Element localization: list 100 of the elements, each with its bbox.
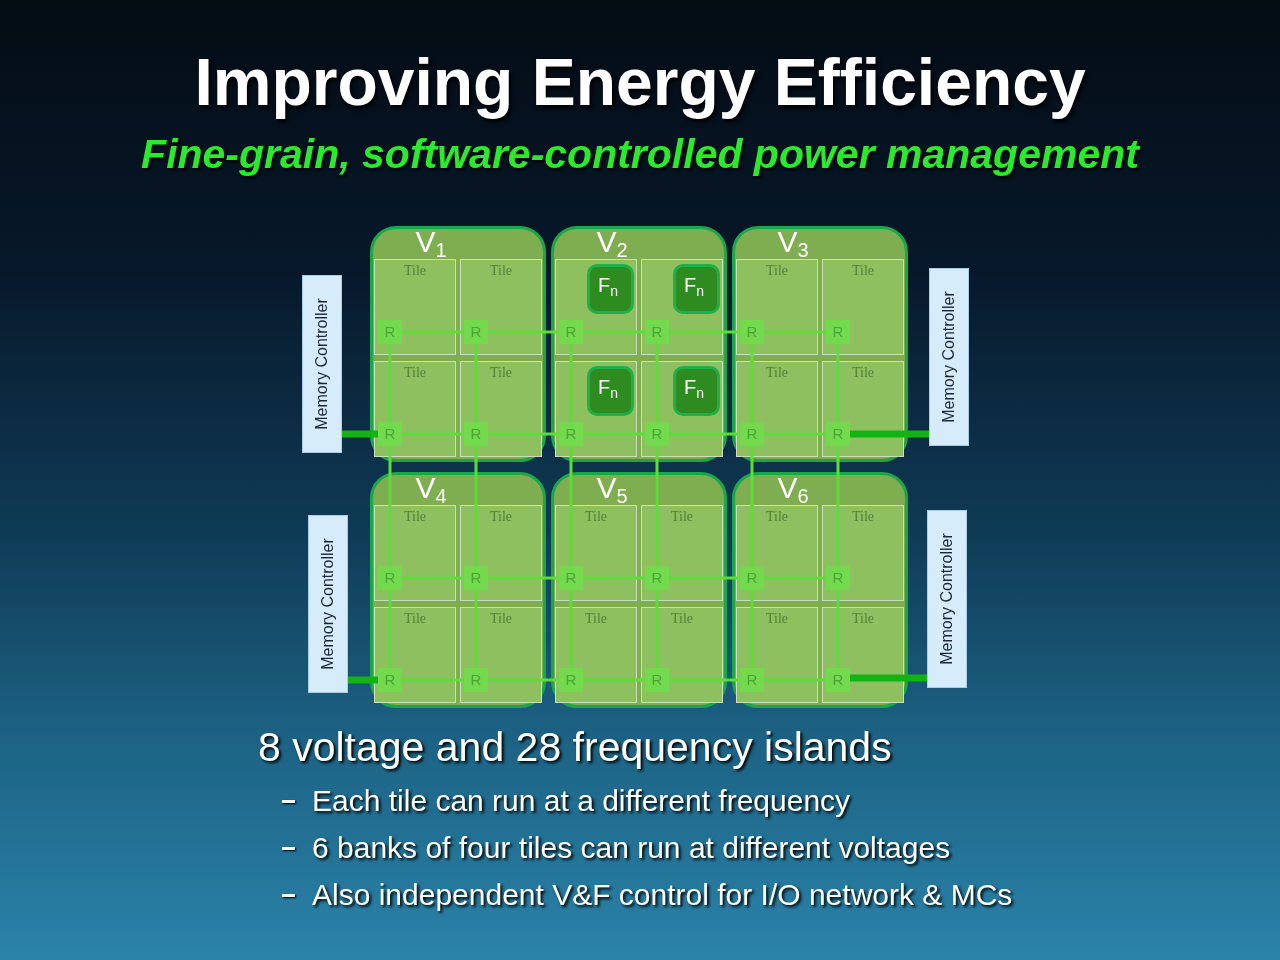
tile-box xyxy=(460,259,542,355)
tile-box xyxy=(555,607,637,703)
connector-line xyxy=(655,344,659,422)
connector-line xyxy=(402,576,464,580)
tile-box xyxy=(374,259,456,355)
tile-label: Tile xyxy=(851,611,875,627)
tile-box xyxy=(641,607,723,703)
memory-controller-label: Memory Controller xyxy=(312,298,331,430)
tile-box xyxy=(460,505,542,601)
tile-label: Tile xyxy=(489,509,513,525)
connector-line xyxy=(850,430,929,438)
frequency-island-box: F$_{n}$ xyxy=(587,264,634,314)
tile-box xyxy=(736,259,818,355)
connector-line xyxy=(402,432,464,436)
tile-box xyxy=(460,361,542,457)
connector-line xyxy=(583,432,645,436)
connector-line xyxy=(836,344,840,422)
tile-box xyxy=(641,259,723,355)
connector-line xyxy=(388,344,392,422)
connector-line xyxy=(488,678,559,682)
memory-controller-label: Memory Controller xyxy=(937,533,956,665)
island-label: V$_{5}$ xyxy=(596,473,628,503)
tile-label: Tile xyxy=(851,263,875,279)
tile-label: Tile xyxy=(403,263,427,279)
island-label: V$_{6}$ xyxy=(777,473,809,503)
connector-line xyxy=(669,678,740,682)
tile-label: Tile xyxy=(489,611,513,627)
bullet-text: Each tile can run at a different frequency xyxy=(312,783,851,819)
connector-line xyxy=(488,330,559,334)
memory-controller-label: Memory Controller xyxy=(939,291,958,423)
memory-controller-box xyxy=(927,510,967,688)
slide-subtitle: Fine-grain, software-controlled power management xyxy=(141,130,1139,178)
tile-label: Tile xyxy=(765,263,789,279)
tile-label: Tile xyxy=(851,365,875,381)
tile-label: Tile xyxy=(670,611,694,627)
tile-label: Tile xyxy=(403,365,427,381)
tile-box xyxy=(460,607,542,703)
memory-controller-label: Memory Controller xyxy=(318,538,337,670)
frequency-island-box: F$_{n}$ xyxy=(673,366,720,416)
connector-line xyxy=(402,678,464,682)
connector-line xyxy=(764,576,826,580)
island-label: V$_{3}$ xyxy=(777,227,809,257)
heading-text: 8 voltage and 28 frequency islands xyxy=(258,724,892,770)
connector-line xyxy=(342,430,378,438)
tile-box xyxy=(374,505,456,601)
tile-box xyxy=(555,505,637,601)
connector-line xyxy=(488,432,559,436)
island-label: V$_{1}$ xyxy=(415,227,447,257)
tile-label: Tile xyxy=(403,509,427,525)
connector-line xyxy=(669,432,740,436)
tile-box xyxy=(374,361,456,457)
connector-line xyxy=(764,432,826,436)
connector-line xyxy=(669,330,740,334)
tile-box xyxy=(555,361,637,457)
connector-line xyxy=(402,330,464,334)
tile-label: Tile xyxy=(584,611,608,627)
connector-line xyxy=(474,590,478,668)
connector-line xyxy=(836,590,840,668)
connector-line xyxy=(764,678,826,682)
connector-line xyxy=(388,446,392,566)
frequency-island-box: F$_{n}$ xyxy=(673,264,720,314)
memory-controller-box xyxy=(929,268,969,446)
connector-line xyxy=(583,678,645,682)
tile-label: Tile xyxy=(584,509,608,525)
voltage-island xyxy=(732,226,908,462)
voltage-island xyxy=(551,472,727,708)
connector-line xyxy=(669,576,740,580)
connector-line xyxy=(836,446,840,566)
voltage-island xyxy=(551,226,727,462)
connector-line xyxy=(488,576,559,580)
connector-line xyxy=(750,446,754,566)
connector-line xyxy=(569,446,573,566)
tile-label: Tile xyxy=(403,611,427,627)
connector-line xyxy=(750,590,754,668)
tile-box xyxy=(736,505,818,601)
tile-box xyxy=(641,361,723,457)
tile-label: Tile xyxy=(765,509,789,525)
voltage-island xyxy=(370,226,546,462)
connector-line xyxy=(474,446,478,566)
island-label: V$_{4}$ xyxy=(415,473,447,503)
memory-controller-box xyxy=(308,515,348,693)
connector-line xyxy=(850,674,927,682)
tile-box xyxy=(736,607,818,703)
tile-box xyxy=(822,505,904,601)
tile-box xyxy=(822,259,904,355)
slide-title: Improving Energy Efficiency xyxy=(194,44,1086,120)
frequency-island-box: F$_{n}$ xyxy=(587,366,634,416)
tile-label: Tile xyxy=(765,611,789,627)
tile-label: Tile xyxy=(489,263,513,279)
voltage-island xyxy=(732,472,908,708)
memory-controller-box xyxy=(302,275,342,453)
tile-box xyxy=(822,607,904,703)
connector-line xyxy=(655,446,659,566)
tile-box xyxy=(555,259,637,355)
tile-label: Tile xyxy=(851,509,875,525)
bullet-text: 6 banks of four tiles can run at different voltages xyxy=(312,830,951,866)
tile-box xyxy=(374,607,456,703)
connector-line xyxy=(474,344,478,422)
tile-label: Tile xyxy=(670,509,694,525)
bullet-text: Also independent V&F control for I/O network & MCs xyxy=(312,877,1013,913)
